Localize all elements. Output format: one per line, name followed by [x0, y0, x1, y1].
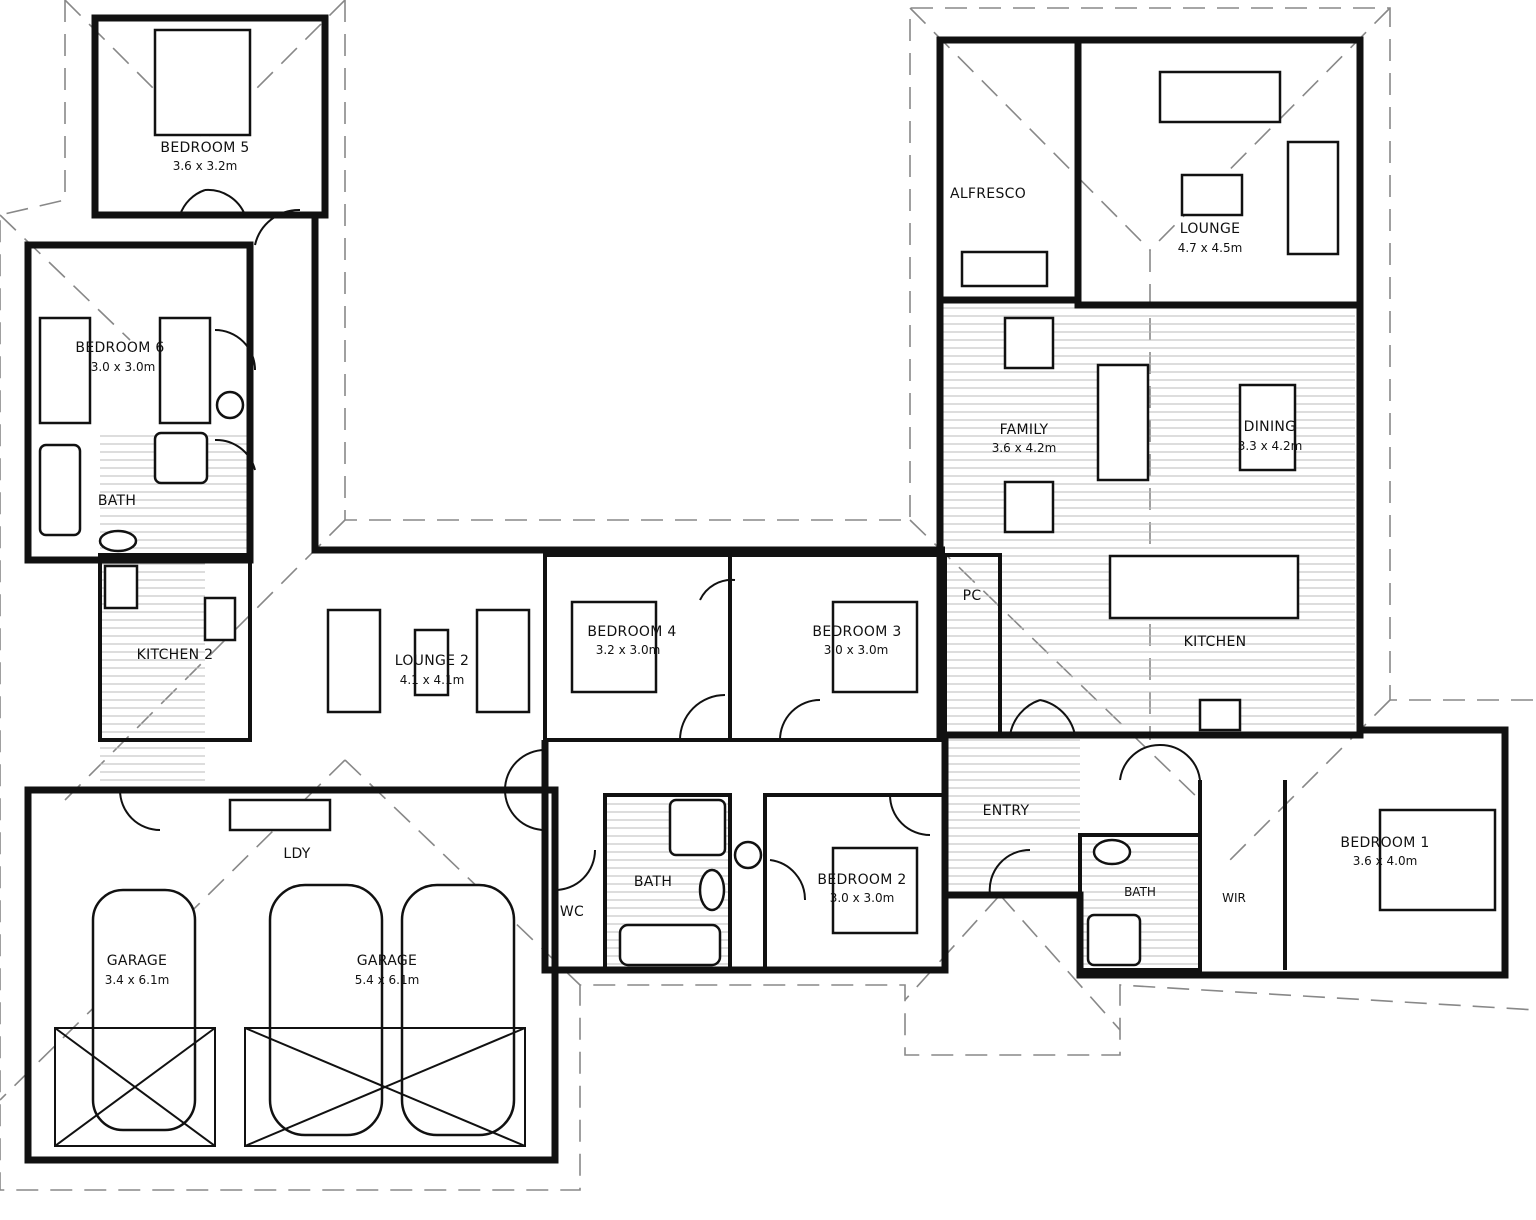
- room-size: 3.0 x 3.0m: [830, 891, 895, 905]
- room-name: BEDROOM 2: [817, 872, 906, 888]
- shower: [668, 798, 727, 857]
- shower: [1086, 913, 1142, 967]
- room-size: 3.6 x 4.2m: [992, 441, 1057, 455]
- bed: [38, 316, 92, 425]
- tiled-floors: [100, 305, 1355, 970]
- bathtub: [618, 923, 722, 967]
- armchair: [1003, 480, 1055, 534]
- stove: [103, 564, 139, 610]
- room-size: 3.2 x 3.0m: [596, 643, 661, 657]
- room-size: 3.3 x 4.2m: [1238, 439, 1303, 453]
- room-name: GARAGE: [357, 953, 417, 969]
- room-name: ALFRESCO: [950, 186, 1026, 202]
- car: [400, 883, 516, 1137]
- room-name: LDY: [283, 846, 310, 862]
- sofa: [475, 608, 531, 714]
- bed: [158, 316, 212, 425]
- room-name: BATH: [634, 874, 672, 890]
- room-name: BEDROOM 1: [1340, 835, 1429, 851]
- sofa: [1158, 70, 1282, 124]
- room-name: DINING: [1244, 419, 1297, 435]
- furniture: [38, 28, 1497, 1147]
- room-name: LOUNGE 2: [395, 653, 470, 669]
- room-name: PC: [963, 588, 982, 604]
- car: [268, 883, 384, 1137]
- room-size: 3.4 x 6.1m: [105, 973, 170, 987]
- sink: [228, 798, 332, 832]
- bed: [153, 28, 252, 137]
- room-size: 3.6 x 3.2m: [173, 159, 238, 173]
- room-size: 5.4 x 6.1m: [355, 973, 420, 987]
- dining-table: [1238, 383, 1297, 472]
- coffee-table: [1180, 173, 1244, 217]
- room-name: ENTRY: [983, 803, 1030, 819]
- room-labels: BEDROOM 5 3.6 x 3.2m BEDROOM 6 3.0 x 3.0…: [75, 140, 1429, 987]
- sofa: [1096, 363, 1150, 482]
- car: [91, 888, 197, 1132]
- room-size: 3.6 x 4.0m: [1353, 854, 1418, 868]
- sofa: [1286, 140, 1340, 256]
- sofa: [326, 608, 382, 714]
- bed: [1378, 808, 1497, 912]
- room-name: LOUNGE: [1180, 221, 1241, 237]
- room-name: WC: [560, 904, 584, 920]
- room-name: KITCHEN 2: [137, 647, 214, 663]
- room-size: 4.7 x 4.5m: [1178, 241, 1243, 255]
- bbq: [960, 250, 1049, 288]
- room-name: GARAGE: [107, 953, 167, 969]
- bed: [831, 600, 919, 694]
- room-size: 4.1 x 4.1m: [400, 673, 465, 687]
- cooktop: [1198, 698, 1242, 732]
- room-name: BEDROOM 3: [812, 624, 901, 640]
- room-name: FAMILY: [1000, 422, 1049, 438]
- sink: [203, 596, 237, 642]
- room-name: KITCHEN: [1184, 634, 1247, 650]
- room-size: 3.0 x 3.0m: [824, 643, 889, 657]
- coffee-table: [413, 628, 450, 697]
- roof-outline: [0, 0, 1536, 1191]
- room-name: BATH: [1124, 885, 1156, 899]
- kitchen-island: [1108, 554, 1300, 620]
- room-name: BATH: [98, 493, 136, 509]
- door-swings: [119, 188, 1201, 901]
- room-size: 3.0 x 3.0m: [91, 360, 156, 374]
- bathtub: [38, 443, 82, 537]
- bed: [570, 600, 658, 694]
- room-name: BEDROOM 4: [587, 624, 676, 640]
- armchair: [1003, 316, 1055, 370]
- room-name: BEDROOM 5: [160, 140, 249, 156]
- room-name: WIR: [1222, 891, 1246, 905]
- room-name: BEDROOM 6: [75, 340, 164, 356]
- bed: [831, 846, 919, 935]
- walls: [24, 14, 1509, 1164]
